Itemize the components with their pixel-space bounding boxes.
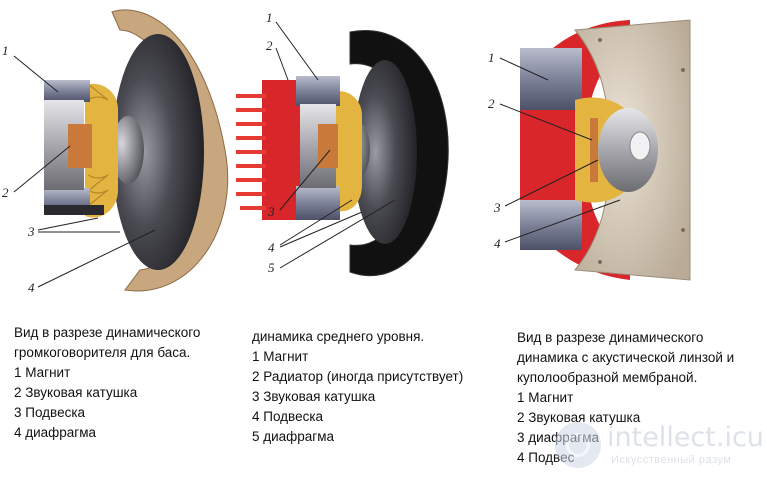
callout-label: 2 bbox=[266, 38, 273, 53]
callout-label: 5 bbox=[268, 260, 275, 275]
caption-item: 4 диафрагма bbox=[14, 425, 97, 440]
speaker-lens bbox=[520, 19, 691, 281]
caption-item: 1 Магнит bbox=[14, 365, 71, 380]
speaker-bass-callouts: 1 2 3 4 bbox=[2, 43, 156, 295]
watermark-subtitle: Искусственный разум bbox=[611, 454, 732, 466]
magnet-top bbox=[44, 80, 90, 102]
callout-label: 2 bbox=[2, 185, 9, 200]
caption-item: 2 Радиатор (иногда присутствует) bbox=[252, 369, 464, 384]
speaker-bass bbox=[44, 9, 229, 292]
speaker-mid-callouts: 1 2 3 4 5 bbox=[266, 10, 396, 275]
callout-label: 1 bbox=[488, 50, 495, 65]
voice-coil bbox=[68, 124, 92, 168]
callout-label: 4 bbox=[268, 240, 275, 255]
acoustic-lens bbox=[598, 108, 658, 192]
watermark-title: intellect.icu bbox=[607, 422, 764, 453]
caption-bass: Вид в разрезе динамического громкоговори… bbox=[14, 323, 200, 443]
caption-item: 1 Магнит bbox=[517, 390, 574, 405]
caption-item: 3 Подвеска bbox=[14, 405, 86, 420]
caption-item: 5 диафрагма bbox=[252, 429, 335, 444]
caption-title: куполообразной мембраной. bbox=[517, 370, 698, 385]
callout-label: 1 bbox=[266, 10, 273, 25]
speaker-mid bbox=[236, 30, 449, 277]
caption-item: 1 Магнит bbox=[252, 349, 309, 364]
caption-title: громкоговорителя для баса. bbox=[14, 345, 191, 360]
callout-label: 3 bbox=[493, 200, 501, 215]
dome bbox=[629, 131, 651, 161]
callout-label: 2 bbox=[488, 96, 495, 111]
cone bbox=[112, 34, 204, 270]
frame-basket bbox=[44, 205, 104, 215]
caption-title: динамика с акустической линзой и bbox=[517, 350, 735, 365]
callout-label: 3 bbox=[267, 204, 275, 219]
magnet-bottom bbox=[296, 186, 340, 220]
caption-item: 3 Звуковая катушка bbox=[252, 389, 376, 404]
callout-label: 1 bbox=[2, 43, 9, 58]
magnet-top bbox=[520, 48, 582, 110]
cone bbox=[353, 60, 417, 244]
watermark-logo-icon bbox=[555, 422, 601, 468]
caption-title: динамика среднего уровня. bbox=[252, 329, 425, 344]
callout-label: 4 bbox=[28, 280, 35, 295]
caption-item: 4 Подвеска bbox=[252, 409, 324, 424]
dust-cap bbox=[112, 116, 144, 184]
caption-mid: динамика среднего уровня. 1 Магнит 2 Рад… bbox=[252, 327, 463, 447]
callout-label: 4 bbox=[494, 236, 501, 251]
speaker-lens-callouts: 1 2 3 4 bbox=[488, 50, 621, 251]
voice-coil bbox=[590, 118, 598, 182]
caption-item: 2 Звуковая катушка bbox=[517, 410, 641, 425]
magnet-top bbox=[296, 76, 340, 106]
spider bbox=[335, 91, 362, 212]
voice-coil bbox=[318, 124, 338, 168]
watermark: intellect.icu Искусственный разум bbox=[555, 418, 764, 478]
caption-title: Вид в разрезе динамического bbox=[14, 325, 201, 340]
callout-label: 3 bbox=[27, 224, 35, 239]
radiator bbox=[236, 80, 300, 220]
caption-item: 2 Звуковая катушка bbox=[14, 385, 138, 400]
spider bbox=[85, 83, 118, 218]
speakers-illustration: 1 2 3 4 bbox=[2, 9, 691, 295]
caption-lens: Вид в разрезе динамического динамика с а… bbox=[517, 328, 734, 468]
caption-title: Вид в разрезе динамического bbox=[517, 330, 704, 345]
